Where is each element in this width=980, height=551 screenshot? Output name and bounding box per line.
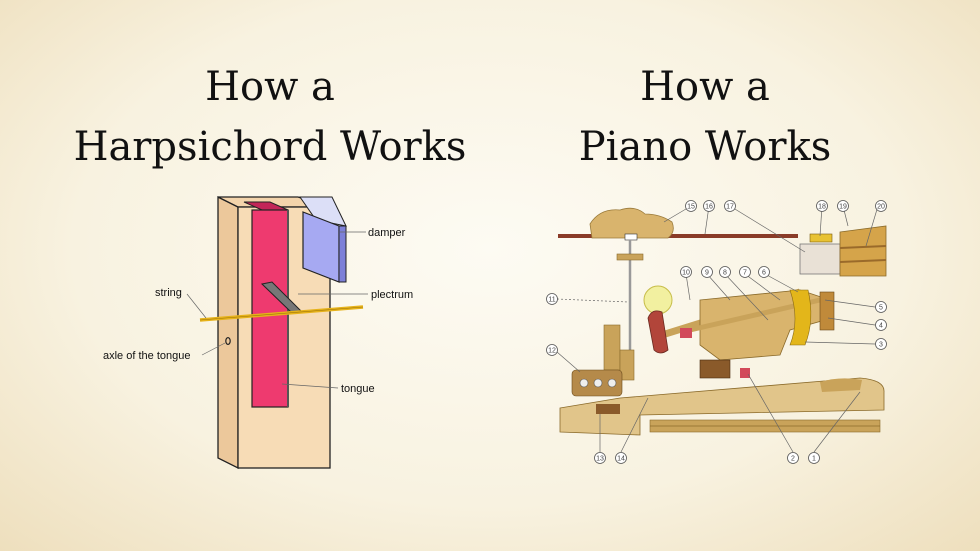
piano-callout-15: 15 [685, 200, 697, 212]
piano-callout-2: 2 [787, 452, 799, 464]
harpsichord-title-line1: How a [205, 64, 335, 110]
piano-callout-17: 17 [724, 200, 736, 212]
label-damper: damper [368, 227, 406, 239]
svg-text:2: 2 [791, 456, 795, 463]
svg-text:20: 20 [877, 204, 885, 211]
harpsichord-title-line2: Harpsichord Works [73, 124, 467, 170]
piano-callout-6: 6 [758, 266, 770, 278]
piano-callout-13: 13 [594, 452, 606, 464]
piano-callout-1: 1 [808, 452, 820, 464]
svg-text:7: 7 [743, 270, 747, 277]
svg-text:4: 4 [879, 323, 883, 330]
piano-callout-14: 14 [615, 452, 627, 464]
piano-callout-19: 19 [837, 200, 849, 212]
svg-text:1: 1 [812, 456, 816, 463]
damper [299, 196, 347, 283]
piano-callout-7: 7 [739, 266, 751, 278]
piano-callout-8: 8 [719, 266, 731, 278]
svg-text:8: 8 [723, 270, 727, 277]
svg-text:19: 19 [839, 204, 847, 211]
svg-text:5: 5 [879, 305, 883, 312]
piano-callout-4: 4 [875, 319, 887, 331]
harpsichord-title: How a Harpsichord Works [40, 66, 500, 168]
svg-text:10: 10 [682, 270, 690, 277]
svg-text:12: 12 [548, 348, 556, 355]
piano-title-line2: Piano Works [578, 124, 832, 170]
svg-text:17: 17 [726, 204, 734, 211]
piano-title: How a Piano Works [520, 66, 890, 168]
svg-text:9: 9 [705, 270, 709, 277]
svg-text:18: 18 [818, 204, 826, 211]
label-plectrum: plectrum [371, 289, 413, 301]
piano-callout-18: 18 [816, 200, 828, 212]
damper-block [589, 207, 674, 239]
piano-callout-12: 12 [546, 344, 558, 356]
piano-callout-10: 10 [680, 266, 692, 278]
piano-callout-11: 11 [546, 293, 558, 305]
regulating-block [799, 243, 841, 275]
string-rail [558, 234, 798, 238]
label-string: string [155, 287, 182, 299]
svg-text:13: 13 [596, 456, 604, 463]
svg-text:16: 16 [705, 204, 713, 211]
piano-callout-20: 20 [875, 200, 887, 212]
label-axle: axle of the tongue [103, 350, 190, 362]
piano-title-line1: How a [640, 64, 770, 110]
tongue [243, 201, 289, 408]
axle [225, 337, 231, 346]
svg-text:11: 11 [548, 297, 555, 304]
svg-text:6: 6 [762, 270, 766, 277]
svg-text:15: 15 [687, 204, 695, 211]
piano-callout-16: 16 [703, 200, 715, 212]
svg-text:3: 3 [879, 342, 883, 349]
label-tongue: tongue [341, 383, 375, 395]
piano-key [559, 377, 885, 436]
piano-callout-3: 3 [875, 338, 887, 350]
piano-callout-5: 5 [875, 301, 887, 313]
piano-callout-9: 9 [701, 266, 713, 278]
svg-text:14: 14 [617, 456, 625, 463]
hammer-head [647, 310, 669, 354]
